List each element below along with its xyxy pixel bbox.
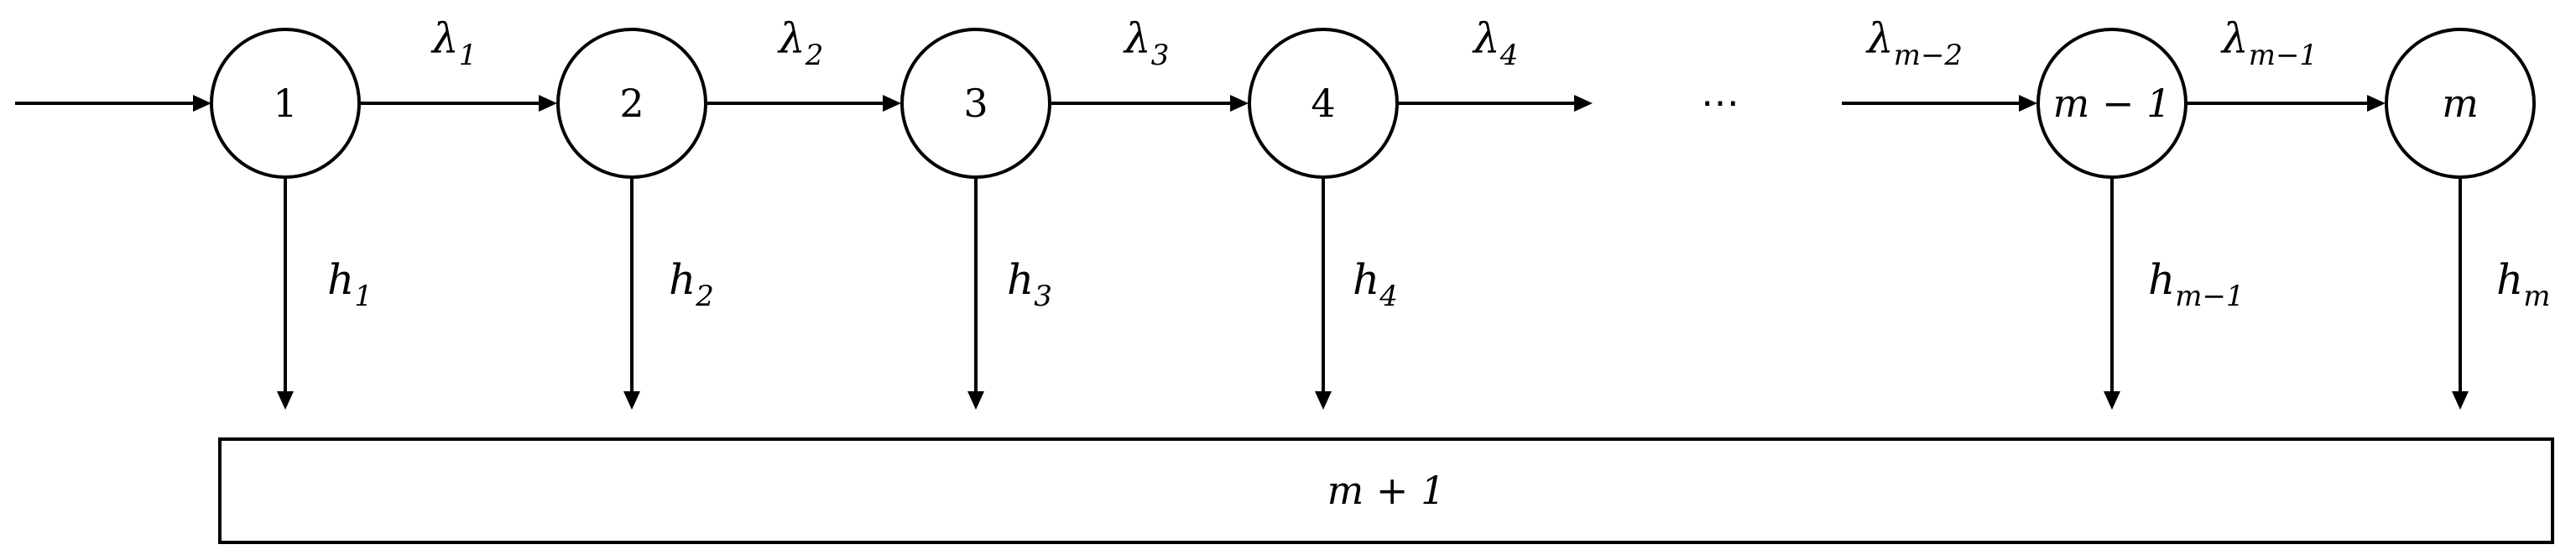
state-node-m-minus-1: m − 1 xyxy=(2036,28,2188,179)
transition-arrowhead-1-2 xyxy=(539,95,557,112)
h-m-minus-1-label: hm−1 xyxy=(2148,255,2245,313)
lambda-3-label: λ3 xyxy=(1123,14,1169,72)
state-node-3-label: 3 xyxy=(963,81,988,126)
state-node-3: 3 xyxy=(900,28,1051,179)
absorbing-state-label: m + 1 xyxy=(1327,468,1446,513)
transition-arrowhead-3-4 xyxy=(1230,95,1249,112)
state-node-m-label: m xyxy=(2442,81,2479,126)
ellipsis: ⋯ xyxy=(1701,80,1739,125)
transition-arrowhead-4-out xyxy=(1574,95,1593,112)
state-node-4: 4 xyxy=(1248,28,1399,179)
state-node-4-label: 4 xyxy=(1311,81,1335,126)
exit-arrowhead-m-minus-1 xyxy=(2104,391,2120,410)
state-node-m-minus-1-label: m − 1 xyxy=(2053,81,2172,126)
exit-arrowhead-4 xyxy=(1315,391,1332,410)
absorbing-state-box: m + 1 xyxy=(218,437,2554,544)
h-1-label: h1 xyxy=(327,255,373,313)
h-3-label: h3 xyxy=(1007,255,1052,313)
transition-arrowhead-2-3 xyxy=(883,95,901,112)
exit-arrowhead-m xyxy=(2452,391,2469,410)
h-2-label: h2 xyxy=(669,255,714,313)
state-node-1-label: 1 xyxy=(273,81,297,126)
entry-arrowhead xyxy=(193,95,211,112)
lambda-m-minus-1-label: λm−1 xyxy=(2220,14,2318,72)
exit-arrowhead-3 xyxy=(967,391,984,410)
h-m-label: hm xyxy=(2496,255,2550,313)
exit-arrowhead-1 xyxy=(277,391,294,410)
lambda-4-label: λ4 xyxy=(1472,14,1518,72)
exit-arrowhead-2 xyxy=(623,391,640,410)
transition-arrowhead-m-minus-1-m xyxy=(2367,95,2386,112)
state-node-m: m xyxy=(2385,28,2536,179)
h-4-label: h4 xyxy=(1353,255,1398,313)
state-node-2-label: 2 xyxy=(619,81,644,126)
lambda-2-label: λ2 xyxy=(777,14,823,72)
lambda-m-minus-2-label: λm−2 xyxy=(1865,14,1963,72)
transition-arrowhead-in-m-minus-1 xyxy=(2019,95,2037,112)
lambda-1-label: λ1 xyxy=(430,14,477,72)
state-node-2: 2 xyxy=(556,28,707,179)
state-node-1: 1 xyxy=(210,28,361,179)
